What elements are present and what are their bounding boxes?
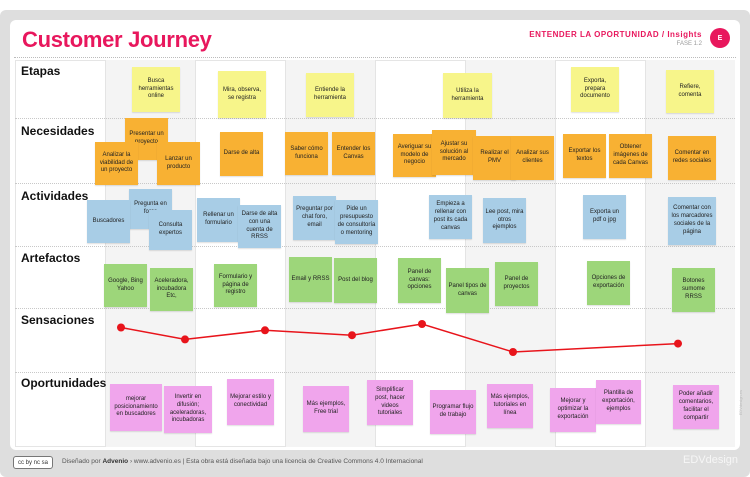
header-divider — [14, 57, 736, 58]
necesidades-sticky-note[interactable]: Entender los Canvas — [332, 132, 375, 175]
actividades-sticky-note[interactable]: Rellenar un formulario — [197, 198, 240, 242]
oportunidades-sticky-note[interactable]: Poder añadir comentarios, facilitar el c… — [673, 385, 719, 429]
footer-license: › www.advenio.es | Esta obra está diseña… — [128, 458, 423, 465]
creative-commons-icon: cc by nc sa — [13, 456, 53, 469]
row-label-artefactos: Artefactos — [21, 251, 81, 265]
footer-credits: Diseñado por Advenio › www.advenio.es | … — [62, 458, 423, 465]
row-divider — [15, 118, 735, 119]
footer-brand-link[interactable]: Advenio — [102, 458, 129, 465]
necesidades-sticky-note[interactable]: Averiguar su modelo de negocio — [393, 134, 436, 177]
stage-column — [375, 60, 465, 447]
oportunidades-sticky-note[interactable]: Programar flujo de trabajo — [430, 390, 476, 434]
stage-column — [645, 60, 735, 447]
footer-pre: Diseñado por — [62, 458, 103, 465]
actividades-sticky-note[interactable]: Pide un presupuesto de consultoría o men… — [335, 200, 378, 244]
oportunidades-sticky-note[interactable]: Más ejemplos, Free trial — [303, 386, 349, 432]
row-divider — [15, 183, 735, 184]
etapas-sticky-note[interactable]: Mira, observa, se registra — [218, 71, 266, 118]
necesidades-sticky-note[interactable]: Ajustar su solución al mercado — [432, 130, 476, 175]
actividades-sticky-note[interactable]: Empieza a rellenar con post its cada can… — [429, 195, 472, 239]
necesidades-sticky-note[interactable]: Obtener imágenes de cada Canvas — [609, 134, 652, 178]
row-divider — [15, 308, 735, 309]
actividades-sticky-note[interactable]: Buscadores — [87, 200, 130, 243]
necesidades-sticky-note[interactable]: Saber cómo funciona — [285, 132, 328, 175]
oportunidades-sticky-note[interactable]: mejorar posicionamiento en buscadores — [110, 384, 162, 431]
necesidades-sticky-note[interactable]: Lanzar un producto — [157, 142, 200, 185]
sentiment-point — [348, 331, 356, 340]
necesidades-sticky-note[interactable]: Comentar en redes sociales — [668, 136, 716, 180]
row-label-etapas: Etapas — [21, 64, 61, 78]
sentiment-point — [674, 339, 682, 348]
actividades-sticky-note[interactable]: Darse de alta con una cuenta de RRSS — [238, 205, 281, 248]
row-divider — [15, 246, 735, 247]
row-divider — [15, 372, 735, 373]
artefactos-sticky-note[interactable]: Panel de proyectos — [495, 262, 538, 306]
phase-label: ENTENDER LA OPORTUNIDAD / Insights — [529, 30, 702, 39]
sentiment-point — [261, 326, 269, 335]
stage-column — [465, 60, 555, 447]
necesidades-sticky-note[interactable]: Analizar la viabilidad de un proyecto — [95, 142, 138, 185]
page-title: Customer Journey — [22, 27, 212, 52]
oportunidades-sticky-note[interactable]: Más ejemplos, tutoriales en línea — [487, 384, 533, 428]
phase-badge: E — [710, 28, 730, 48]
oportunidades-sticky-note[interactable]: Mejorar estilo y conectividad — [227, 379, 274, 425]
artefactos-sticky-note[interactable]: Formulario y página de registro — [214, 264, 257, 307]
phase-number: FASE 1.2 — [676, 41, 702, 47]
artefactos-sticky-note[interactable]: Post del blog — [334, 258, 377, 303]
artefactos-sticky-note[interactable]: Botones sumome RRSS — [672, 268, 715, 312]
etapas-sticky-note[interactable]: Busca herramientas online — [132, 67, 180, 112]
artefactos-sticky-note[interactable]: Opciones de exportación — [587, 261, 630, 305]
sentiment-point — [181, 335, 189, 344]
sentiment-point — [418, 320, 426, 328]
necesidades-sticky-note[interactable]: Analizar sus clientes — [511, 136, 554, 180]
oportunidades-sticky-note[interactable]: Invertir en difusión; aceleradoras, incu… — [164, 386, 212, 433]
etapas-sticky-note[interactable]: Exporta, prepara documento — [571, 67, 619, 112]
artefactos-sticky-note[interactable]: Panel de canvas: opciones — [398, 258, 441, 303]
necesidades-sticky-note[interactable]: Exportar los textos — [563, 134, 606, 178]
stage-column — [285, 60, 375, 447]
sentiment-line — [120, 323, 679, 353]
actividades-sticky-note[interactable]: Consulta expertos — [149, 210, 192, 250]
sentiment-point — [509, 348, 517, 356]
artefactos-sticky-note[interactable]: Email y RRSS — [289, 257, 332, 302]
etapas-sticky-note[interactable]: Entiende la herramienta — [306, 73, 354, 117]
necesidades-sticky-note[interactable]: Darse de alta — [220, 132, 263, 176]
row-label-oportunidades: Oportunidades — [21, 376, 107, 390]
oportunidades-sticky-note[interactable]: Simplificar post, hacer videos tutoriale… — [367, 380, 413, 425]
row-label-sensaciones: Sensaciones — [21, 313, 95, 327]
row-label-necesidades: Necesidades — [21, 124, 95, 138]
oportunidades-sticky-note[interactable]: Mejorar y optimizar la exportación — [550, 388, 596, 432]
artefactos-sticky-note[interactable]: Aceleradora, incubadora Etc, — [150, 268, 193, 311]
etapas-sticky-note[interactable]: Utiliza la herramienta — [443, 73, 492, 118]
actividades-sticky-note[interactable]: Preguntar por chat foro, email — [293, 196, 336, 240]
oportunidades-sticky-note[interactable]: Plantilla de exportación, ejemplos — [596, 380, 641, 424]
sentiment-point — [117, 323, 125, 332]
actividades-sticky-note[interactable]: Lee post, mira otros ejemplos — [483, 198, 526, 243]
actividades-sticky-note[interactable]: Exporta un pdf o jpg — [583, 195, 626, 239]
artefactos-sticky-note[interactable]: Google, Bing Yahoo — [104, 264, 147, 307]
etapas-sticky-note[interactable]: Refiere, comenta — [666, 70, 714, 113]
row-label-actividades: Actividades — [21, 189, 89, 203]
actividades-sticky-note[interactable]: Comentar con los marcadores sociales de … — [668, 197, 716, 245]
stage-column — [195, 60, 285, 447]
edvdesign-logo: EDVdesign — [683, 454, 739, 466]
necesidades-sticky-note[interactable]: Realizar el PMV — [473, 136, 516, 180]
side-watermark: EDVdesign.es — [738, 390, 743, 416]
stage-column — [555, 60, 645, 447]
artefactos-sticky-note[interactable]: Panel tipos de canvas — [446, 268, 489, 313]
